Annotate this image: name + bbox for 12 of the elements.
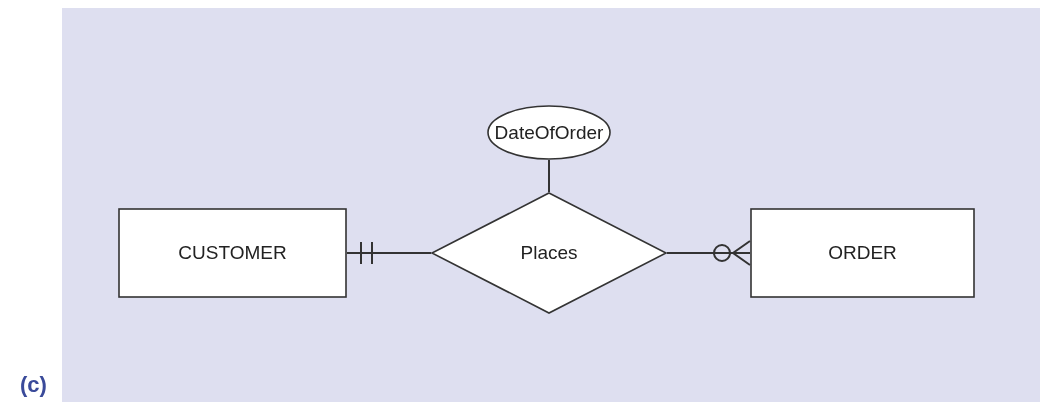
attribute-ellipse bbox=[487, 105, 611, 160]
connector-line bbox=[346, 242, 432, 264]
entity-box bbox=[750, 208, 975, 298]
node-label: Places bbox=[520, 242, 578, 264]
relationship-diamond bbox=[431, 192, 667, 314]
node-label: DateOfOrder bbox=[494, 121, 604, 144]
panel-label: (c) bbox=[20, 372, 47, 398]
connector-line bbox=[548, 159, 550, 193]
entity-box bbox=[118, 208, 347, 298]
node-label: CUSTOMER bbox=[178, 242, 287, 264]
node-label: ORDER bbox=[828, 242, 897, 264]
connector-line bbox=[666, 240, 751, 266]
